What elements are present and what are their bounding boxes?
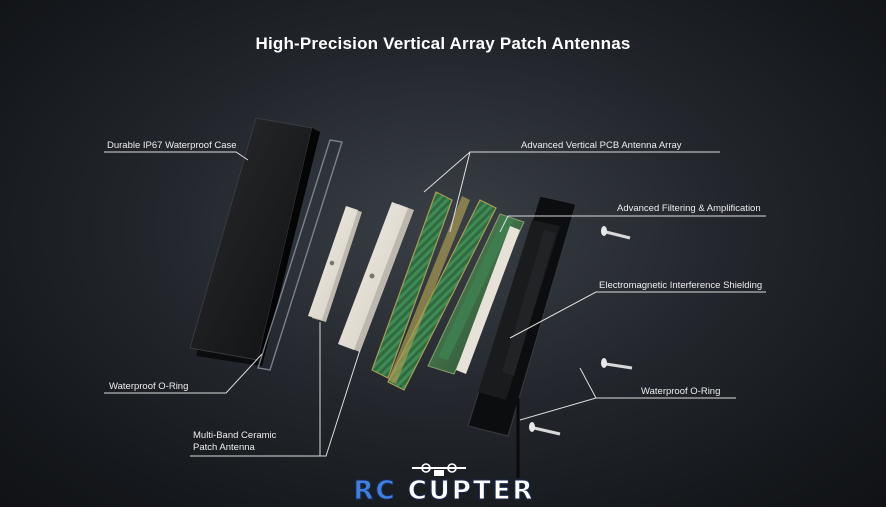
leader-ceramic-2	[320, 349, 361, 457]
ceramic-patch-large	[338, 202, 414, 352]
leader-emi	[509, 291, 766, 339]
rc-cupter-logo: RC CUPTER	[334, 462, 554, 507]
label-emi-shielding: Electromagnetic Interference Shielding	[599, 280, 763, 291]
label-pcb-array: Advanced Vertical PCB Antenna Array	[521, 140, 682, 151]
logo-cupter: CUPTER	[407, 476, 535, 507]
label-filtering: Advanced Filtering & Amplification	[617, 203, 761, 214]
leader-oring-right	[519, 397, 736, 421]
logo-rc: RC	[353, 476, 397, 507]
label-ceramic-line1: Multi-Band Ceramic	[193, 430, 277, 441]
o-ring-left	[257, 139, 343, 371]
label-ceramic-line2: Patch Antenna	[193, 442, 255, 453]
waterproof-case	[189, 117, 320, 366]
leader-lines	[104, 151, 766, 457]
label-waterproof-case: Durable IP67 Waterproof Case	[107, 140, 237, 151]
screw-middle	[601, 358, 633, 370]
label-o-ring-left: Waterproof O-Ring	[109, 381, 189, 392]
ceramic-patch-small	[308, 206, 362, 322]
vertical-pcb-array	[371, 191, 497, 391]
back-housing	[467, 195, 577, 437]
leader-case	[104, 151, 249, 161]
leader-filtering	[499, 215, 766, 233]
leader-oring-left	[104, 353, 263, 394]
screw-bottom	[529, 422, 561, 436]
emi-shielding	[456, 226, 520, 374]
screw-top	[601, 226, 631, 240]
leader-oring-right-2	[579, 367, 597, 399]
drone-icon	[412, 463, 466, 476]
leader-pcb-2	[449, 151, 471, 233]
label-o-ring-right: Waterproof O-Ring	[641, 386, 721, 397]
page-title: High-Precision Vertical Array Patch Ante…	[255, 34, 631, 53]
